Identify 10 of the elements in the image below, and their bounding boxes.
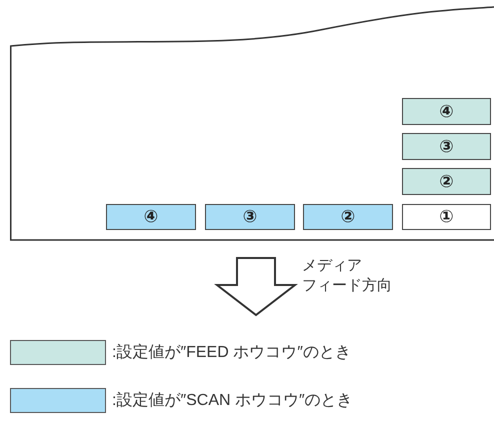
legend-label: :設定値が″FEED ホウコウ″のとき (112, 342, 351, 363)
media-block: ② (402, 168, 491, 195)
media-block: ① (402, 204, 491, 230)
media-block: ② (303, 204, 393, 230)
legend-label: :設定値が″SCAN ホウコウ″のとき (112, 390, 353, 411)
media-block: ④ (106, 204, 196, 230)
direction-label: メディアフィード方向 (302, 256, 393, 296)
media-block: ④ (402, 98, 491, 125)
media-block: ③ (402, 133, 491, 160)
media-block: ③ (205, 204, 295, 230)
